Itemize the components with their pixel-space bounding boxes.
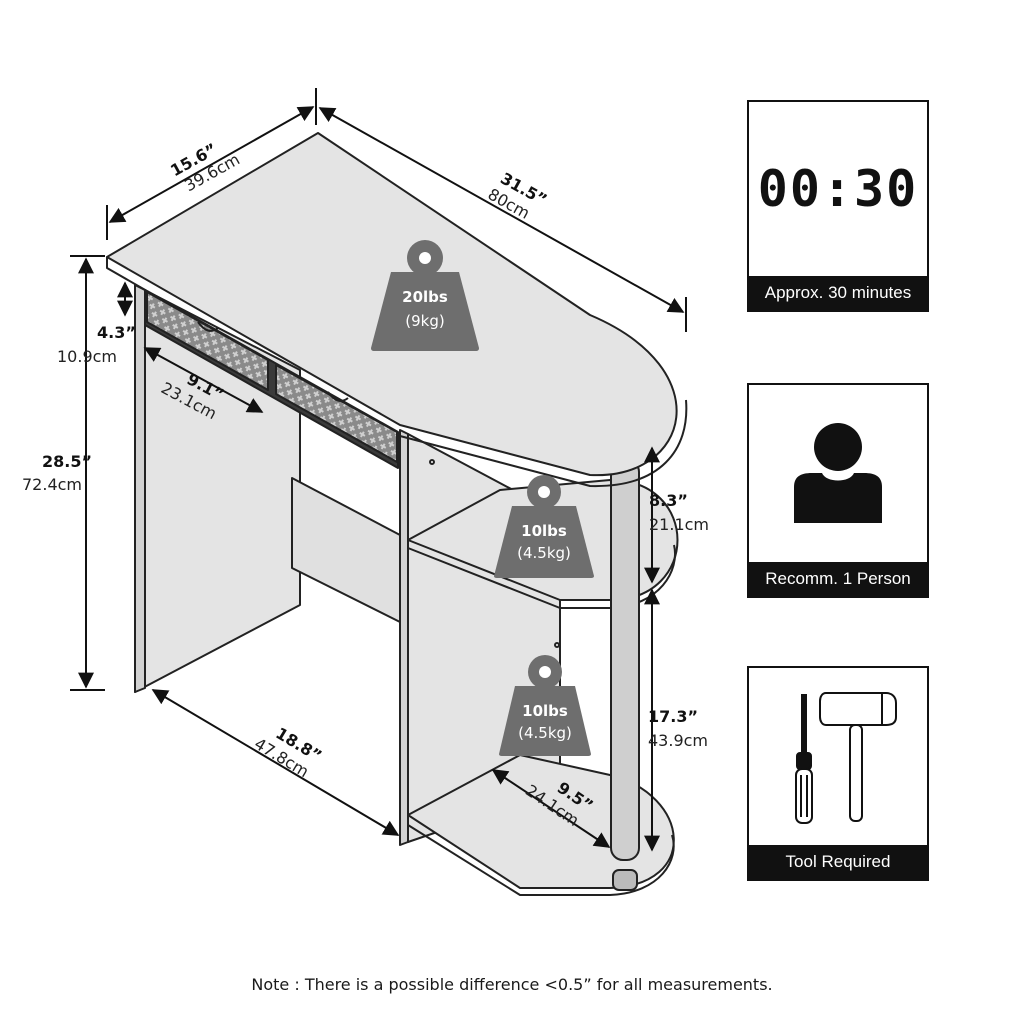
clock-display: 00:30 [757,160,919,218]
tools-caption: Tool Required [749,845,927,879]
people-caption: Recomm. 1 Person [749,562,927,596]
width-arrow [318,107,685,313]
assembly-time-caption: Approx. 30 minutes [749,276,927,310]
tools-panel: Tool Required [747,666,929,881]
drawer-height-cm-label: 10.9cm [57,347,117,366]
drawer-height-in-label: 4.3” [97,323,136,342]
upper-shelf-weight-kg: (4.5kg) [517,544,571,562]
upper-gap-cm-label: 21.1cm [649,515,709,534]
screwdriver-hammer-icon [795,691,897,824]
drawer-width-arrow [143,347,264,413]
screwdriver-icon [795,693,813,824]
height-cm-label: 72.4cm [22,475,82,494]
lower-gap-in-label: 17.3” [648,707,698,726]
drawer-right [275,364,398,463]
lower-shelf-weight-lbs: 10lbs [522,702,568,720]
dimension-lines [70,88,687,852]
desk-illustration [106,132,688,896]
upper-gap-in-label: 8.3” [649,491,688,510]
hammer-icon [819,691,897,822]
back-panel [291,477,401,623]
measurement-note: Note : There is a possible difference <0… [251,975,773,994]
weight-badge-top: 20lbs (9kg) [371,240,479,351]
digital-clock-icon: 00:30 [749,102,927,276]
front-leg [610,459,640,861]
person-icon [794,422,882,523]
depth-arrow [108,106,315,223]
weight-badge-upper-shelf: 10lbs (4.5kg) [494,475,594,578]
leg-space-arrow [151,689,400,836]
upper-shelf-weight-lbs: 10lbs [521,522,567,540]
top-weight-lbs: 20lbs [402,288,448,306]
weight-badge-lower-shelf: 10lbs (4.5kg) [499,655,591,756]
shelf-depth-arrow [491,769,611,848]
assembly-time-panel: 00:30 Approx. 30 minutes [747,100,929,312]
lower-shelf-weight-kg: (4.5kg) [518,724,572,742]
top-weight-kg: (9kg) [405,312,444,330]
height-in-label: 28.5” [42,452,92,471]
people-panel: Recomm. 1 Person [747,383,929,598]
lower-gap-cm-label: 43.9cm [648,731,708,750]
middle-panel [399,429,409,846]
